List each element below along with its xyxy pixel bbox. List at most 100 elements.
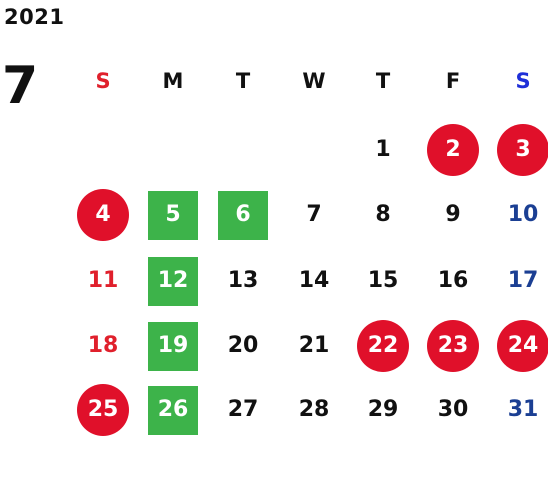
day-5: 5 [143,190,203,240]
day-6: 6 [213,190,273,240]
day-21: 21 [284,321,344,371]
day-9: 9 [423,190,483,240]
weekday-sat: S [515,69,531,93]
day-cell: 28 [284,385,344,435]
day-23: 23 [423,320,483,372]
day-11: 11 [73,256,133,306]
day-cell: 15 [353,256,413,306]
day-16: 16 [423,256,483,306]
day-number: 25 [87,397,119,422]
weekday-thu: T [375,69,391,93]
day-cell: 3 [493,124,548,176]
day-number: 27 [227,397,259,422]
day-cell: 26 [143,385,203,435]
day-number: 5 [165,202,181,227]
day-30: 30 [423,385,483,435]
day-cell: 8 [353,190,413,240]
day-number: 14 [298,268,330,293]
day-cell: 2 [423,124,483,176]
day-number: 10 [507,202,539,227]
day-17: 17 [493,256,548,306]
day-cell: 22 [353,320,413,372]
day-number: 26 [157,397,189,422]
day-number: 8 [375,202,391,227]
day-number: 29 [367,397,399,422]
day-number: 4 [95,202,111,227]
day-cell: 23 [423,320,483,372]
day-number: 9 [445,202,461,227]
day-29: 29 [353,385,413,435]
day-number: 28 [298,397,330,422]
day-28: 28 [284,385,344,435]
day-20: 20 [213,321,273,371]
day-31: 31 [493,385,548,435]
day-cell: 29 [353,385,413,435]
day-3: 3 [493,124,548,176]
day-number: 7 [306,202,322,227]
day-cell: 27 [213,385,273,435]
weekday-fri: F [445,69,461,93]
day-number: 20 [227,333,259,358]
month-number: 7 [2,56,39,116]
day-number: 23 [437,333,469,358]
day-number: 11 [87,268,119,293]
day-number: 15 [367,268,399,293]
day-cell: 24 [493,320,548,372]
weekday-wed: W [302,69,326,93]
day-number: 30 [437,397,469,422]
day-number: 24 [507,333,539,358]
day-1: 1 [353,125,413,175]
day-cell: 17 [493,256,548,306]
day-2: 2 [423,124,483,176]
day-cell: 5 [143,190,203,240]
day-24: 24 [493,320,548,372]
day-number: 12 [157,268,189,293]
day-14: 14 [284,256,344,306]
weekday-tue: T [235,69,251,93]
day-cell: 14 [284,256,344,306]
day-cell: 6 [213,190,273,240]
day-cell: 9 [423,190,483,240]
day-cell: 20 [213,321,273,371]
day-number: 19 [157,333,189,358]
day-cell: 7 [284,190,344,240]
day-10: 10 [493,190,548,240]
day-27: 27 [213,385,273,435]
day-cell: 18 [73,321,133,371]
day-7: 7 [284,190,344,240]
weekday-sun: S [95,69,111,93]
day-cell: 1 [353,125,413,175]
day-number: 31 [507,397,539,422]
day-cell: 21 [284,321,344,371]
year-label: 2021 [4,5,65,29]
day-number: 6 [235,202,251,227]
day-15: 15 [353,256,413,306]
day-13: 13 [213,256,273,306]
day-number: 1 [375,137,391,162]
day-26: 26 [143,385,203,435]
day-number: 17 [507,268,539,293]
day-4: 4 [73,189,133,241]
day-number: 3 [515,137,531,162]
day-cell: 31 [493,385,548,435]
day-cell: 16 [423,256,483,306]
day-12: 12 [143,256,203,306]
day-22: 22 [353,320,413,372]
day-cell: 12 [143,256,203,306]
day-number: 21 [298,333,330,358]
day-number: 2 [445,137,461,162]
day-19: 19 [143,321,203,371]
day-number: 22 [367,333,399,358]
day-number: 16 [437,268,469,293]
day-8: 8 [353,190,413,240]
day-number: 13 [227,268,259,293]
weekday-mon: M [162,69,184,93]
day-number: 18 [87,333,119,358]
day-cell: 4 [73,189,133,241]
day-18: 18 [73,321,133,371]
day-cell: 10 [493,190,548,240]
day-cell: 25 [73,384,133,436]
day-cell: 19 [143,321,203,371]
day-cell: 30 [423,385,483,435]
